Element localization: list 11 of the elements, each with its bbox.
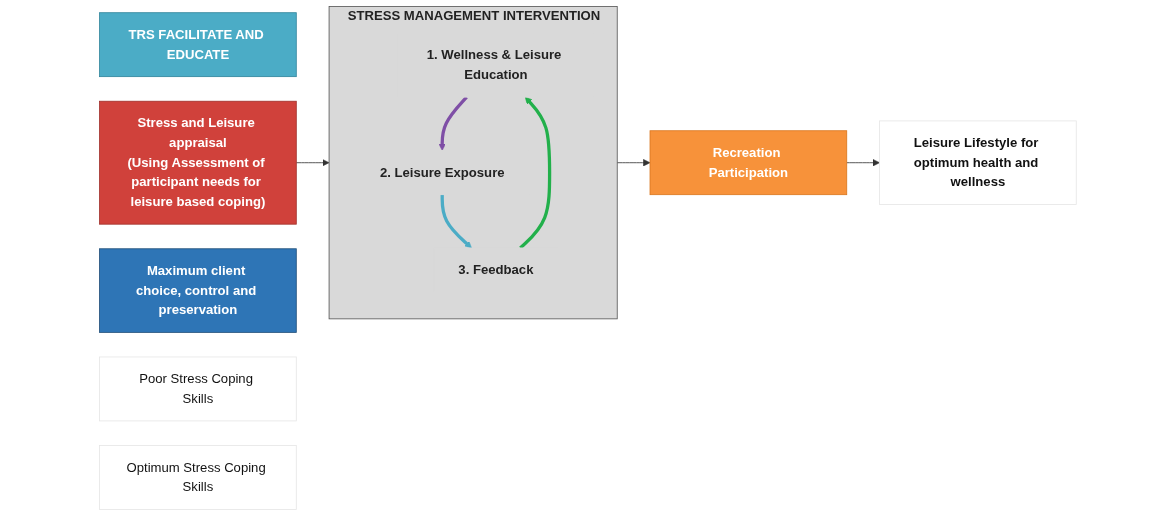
node-box: TRS FACILITATE AND EDUCATE (98, 12, 297, 78)
node-box: Stress and Leisure appraisal (Using Assessment of participant needs for leisure based coping) (98, 100, 297, 225)
node-text: 1. Wellness & Leisure Education (426, 47, 561, 82)
node-box: Maximum client choice, control and preservation (98, 248, 297, 333)
node-text: 3. Feedback (457, 262, 534, 277)
arrow (440, 194, 472, 249)
node-box: Optimum Stress Coping Skills (98, 445, 297, 510)
node-text: 2. Leisure Exposure (379, 165, 505, 180)
node-box: Leisure Lifestyle for optimum health and wellness (878, 120, 1077, 205)
arrow (438, 96, 468, 151)
node-box: Recreation Participation (649, 130, 847, 196)
